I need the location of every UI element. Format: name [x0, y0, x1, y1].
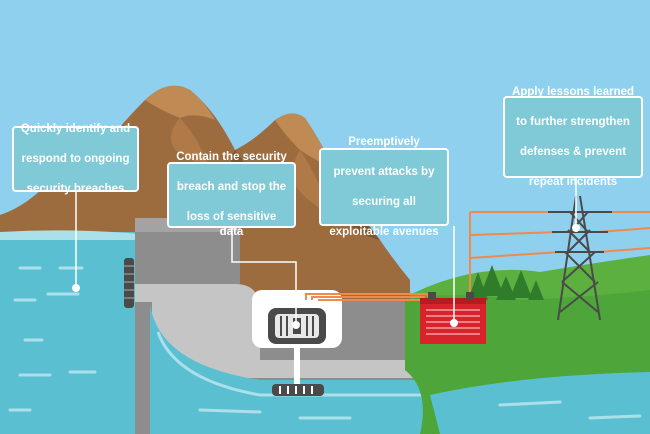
callout-prevent-line-2: prevent attacks by: [333, 165, 435, 178]
callout-lessons-line-1: Apply lessons learned: [511, 85, 635, 98]
transmission-tower: [548, 195, 612, 321]
callout-dots: [72, 224, 580, 329]
transformer: [420, 292, 486, 344]
dam-gate: [124, 258, 134, 308]
callout-prevent-line-3: securing all: [352, 195, 416, 208]
callout-prevent-line-1: Preemptively: [348, 135, 420, 148]
callout-contain-line-3: loss of sensitive data: [186, 211, 277, 238]
callout-contain-line-1: Contain the security: [176, 151, 287, 163]
callout-prevent-line-4: exploitable avenues: [329, 225, 439, 238]
callout-lessons-line-3: defenses & prevent: [519, 145, 627, 158]
callout-prevent: Preemptively prevent attacks by securing…: [319, 136, 449, 238]
callout-identify-line-1: Quickly identify and: [20, 122, 131, 135]
downstream-water: [150, 305, 440, 434]
powerhouse: [252, 290, 342, 396]
callout-contain-line-2: breach and stop the: [176, 181, 287, 193]
penstock: [135, 284, 420, 378]
callout-connectors: [75, 178, 577, 325]
callout-identify-line-2: respond to ongoing: [21, 152, 130, 165]
callout-lessons-line-2: to further strengthen: [516, 115, 630, 128]
callout-identify-line-3: security breaches: [26, 182, 125, 195]
callout-contain: Contain the security breach and stop the…: [167, 151, 296, 238]
callout-lessons: Apply lessons learned to further strengt…: [503, 86, 643, 188]
callout-identify: Quickly identify and respond to ongoing …: [12, 123, 139, 195]
reservoir-water: [0, 232, 140, 434]
water-ripples: [8, 266, 97, 412]
callout-lessons-line-4: repeat incidents: [528, 175, 618, 188]
